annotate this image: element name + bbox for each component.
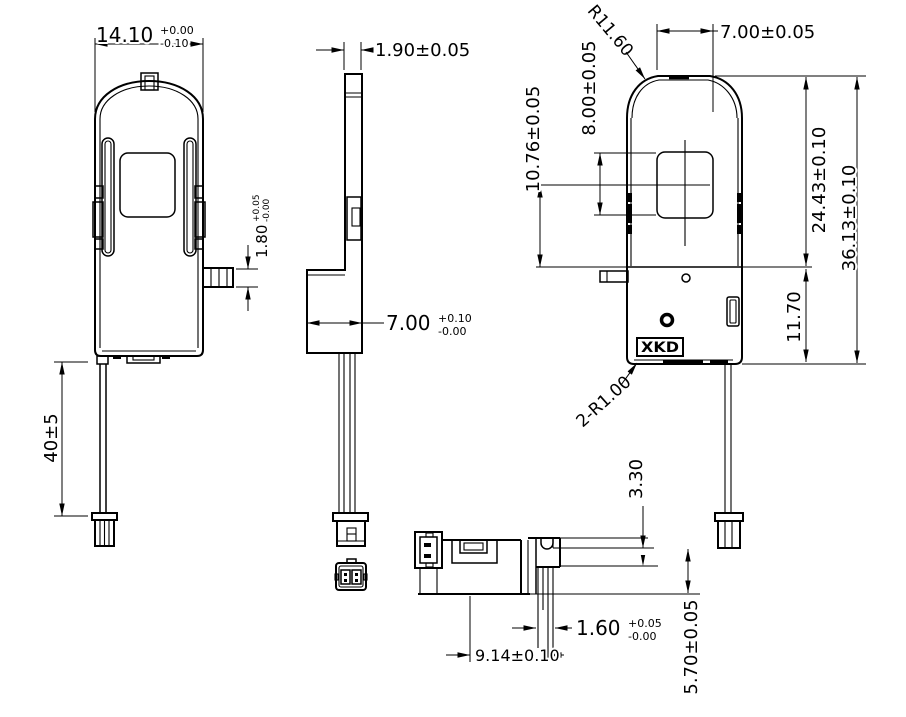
dim-housing-depth: 9.14±0.10: [475, 646, 560, 665]
dim-front-width-lower-tol: -0.10: [160, 37, 188, 50]
rear-view-dimensions: R11.60 7.00±0.05 8.00±0.05 10.76±0.05 24…: [521, 0, 866, 434]
front-window: [119, 152, 176, 218]
right-slot: [183, 137, 197, 257]
side-tab: [202, 267, 234, 288]
dim-wire-exit-width: 1.60: [576, 616, 621, 640]
front-view: [91, 72, 234, 547]
plug-flange: [714, 512, 744, 522]
dim-total-height: 36.13±0.10: [839, 165, 860, 272]
dim-side-thickness: 1.90±0.05: [375, 40, 470, 61]
small-hole: [681, 273, 691, 283]
pivot-hole: [659, 312, 675, 328]
dim-wire-exit-lower-tol: -0.00: [628, 630, 656, 643]
dim-body-depth-lower-tol: -0.00: [438, 325, 466, 338]
wire-notch: [540, 538, 554, 550]
dim-connector-depth: 5.70±0.05: [681, 599, 702, 694]
side-clip: [346, 196, 362, 241]
bottom-view-dimensions: 3.30 5.70±0.05 9.14±0.10 1.60 +0.05 -0.0…: [446, 457, 704, 697]
dim-front-width: 14.10: [96, 23, 153, 47]
dim-side-tab-lower-tol: -0.00: [262, 198, 272, 222]
dim-wire-length: 40±5: [41, 413, 62, 462]
dim-window-height: 8.00±0.05: [579, 40, 600, 135]
bottom-view: [414, 531, 561, 662]
dim-side-tab-thickness: 1.80: [253, 225, 271, 258]
logo-box: [636, 337, 684, 357]
dim-wire-exit-upper-tol: +0.05: [628, 617, 662, 630]
side-view-dimensions: 1.90±0.05 7.00 +0.10 -0.00: [307, 38, 474, 340]
brand-logo: XKD: [641, 340, 679, 356]
dim-top-width: 7.00±0.05: [720, 22, 815, 43]
front-view-dimensions: 14.10 +0.00 -0.10 1.80 +0.05 -0.00 40±5: [39, 21, 274, 517]
plug-flange: [332, 512, 369, 522]
dim-upper-height: 24.43±0.10: [809, 127, 830, 234]
dim-side-tab-upper-tol: +0.05: [252, 194, 262, 222]
dim-bottom-corner-radius: 2-R1.00: [573, 372, 636, 431]
dim-body-depth: 7.00: [386, 311, 431, 335]
pin-cavity: [351, 569, 362, 585]
bottom-connector: [414, 531, 443, 569]
plug-body: [717, 520, 741, 549]
plug-flange: [91, 512, 118, 521]
rear-view: XKD: [536, 75, 744, 549]
dim-step-height: 3.30: [626, 459, 647, 499]
dim-front-width-upper-tol: +0.00: [160, 24, 194, 37]
side-view: [306, 73, 369, 591]
dim-body-depth-upper-tol: +0.10: [438, 312, 472, 325]
dim-lower-height: 11.70: [784, 291, 805, 343]
rear-slot: [726, 296, 740, 327]
left-slot: [101, 137, 115, 257]
dim-slot-offset: 10.76±0.05: [523, 86, 544, 193]
plug-body: [336, 520, 366, 547]
pin-cavity: [340, 569, 351, 585]
rear-side-tab: [599, 270, 629, 283]
